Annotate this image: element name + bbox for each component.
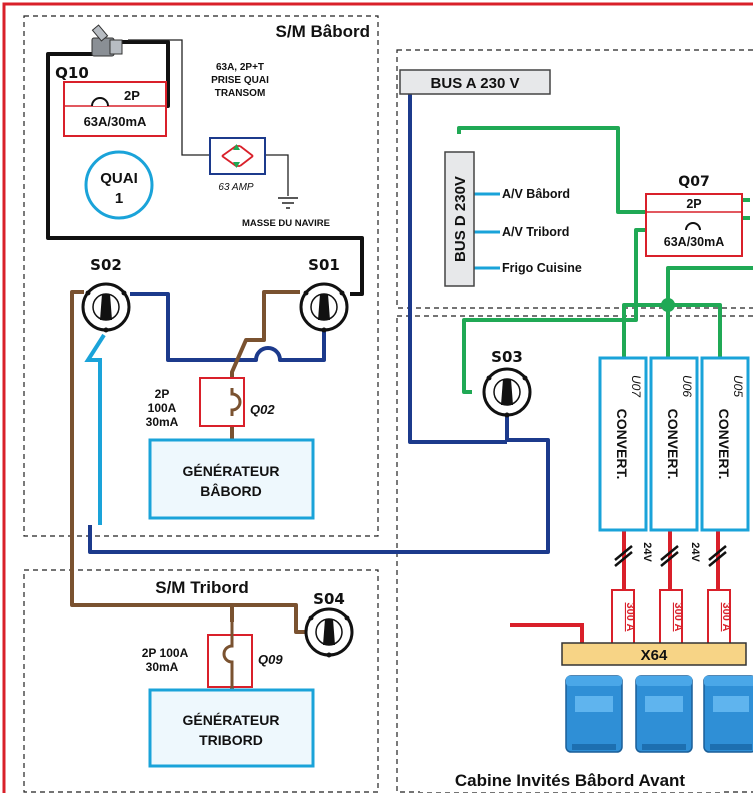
s03-label: S03 [491, 348, 523, 366]
converter-u06-id: U06 [680, 375, 694, 397]
bus-d-bar [444, 151, 475, 287]
generator-babord [148, 438, 315, 520]
zone-title-tribord: S/M Tribord [155, 578, 249, 597]
quai-circle [84, 150, 154, 220]
isolator-label: 63 AMP [218, 182, 254, 193]
inverter-unit-2 [635, 675, 693, 753]
bus-d-label: BUS D 230V [452, 176, 469, 262]
converter-u06: CONVERT. U06 [649, 356, 699, 532]
q07-poles: 2P [686, 197, 701, 211]
switch-s02 [81, 282, 131, 333]
converter-u07-label: CONVERT. [614, 409, 630, 480]
inverter-unit-3 [703, 675, 753, 753]
bus-d-output-1: A/V Bâbord [502, 187, 570, 201]
q02-rating-1: 2P [155, 387, 170, 401]
q09-rating-1: 2P 100A [142, 646, 189, 660]
zone-bus-a [396, 49, 753, 309]
q07-breaker [645, 193, 743, 257]
fuse-u05: 300 A [707, 589, 732, 645]
switch-s04 [304, 607, 354, 658]
q07-id: Q07 [678, 174, 709, 190]
inverter-unit-1 [565, 675, 623, 753]
green-junction [661, 298, 675, 312]
zone-title-babord: S/M Bâbord [276, 22, 370, 41]
switch-s01 [299, 282, 349, 333]
converter-u05: CONVERT. U05 [700, 356, 750, 532]
s02-label: S02 [90, 256, 122, 274]
q10-breaker [63, 81, 167, 137]
q09-rating-2: 30mA [146, 660, 179, 674]
shore-plug-icon [91, 24, 123, 57]
q02-breaker [199, 377, 245, 427]
q10-poles: 2P [124, 88, 140, 103]
switch-s03 [482, 367, 532, 418]
dc-voltage-label-2: 24V [689, 542, 701, 562]
wires-thin [128, 39, 289, 196]
ground-label: MASSE DU NAVIRE [242, 218, 330, 229]
fuse-u06: 300 A [659, 589, 684, 645]
bus-a-label: BUS A 230 V [431, 75, 520, 92]
gen-babord-label-1: GÉNÉRATEUR [183, 463, 280, 479]
bus-a-bar [399, 69, 551, 95]
converter-u06-label: CONVERT. [665, 409, 681, 480]
q02-rating-3: 30mA [146, 415, 179, 429]
q09-id: Q09 [258, 652, 283, 667]
bus-d-output-2: A/V Tribord [502, 225, 569, 239]
converter-u07-id: U07 [629, 375, 643, 398]
bus-d-output-3: Frigo Cuisine [502, 261, 582, 275]
gen-babord-label-2: BÂBORD [200, 482, 261, 499]
fuse-u05-label: 300 A [720, 603, 732, 632]
converter-u05-label: CONVERT. [716, 409, 732, 480]
fuse-u07-label: 300 A [624, 603, 636, 632]
wires-cyan [84, 333, 106, 525]
gen-tribord-label-2: TRIBORD [199, 732, 263, 748]
q02-id: Q02 [250, 402, 275, 417]
fuse-u06-label: 300 A [672, 603, 684, 632]
q10-rating: 63A/30mA [84, 114, 147, 129]
gen-tribord-label-1: GÉNÉRATEUR [183, 712, 280, 728]
shore-socket-label-3: TRANSOM [215, 88, 266, 99]
q02-rating-2: 100A [148, 401, 177, 415]
q07-rating: 63A/30mA [664, 235, 724, 249]
zone-babord [23, 15, 379, 537]
q10-id: Q10 [55, 64, 89, 82]
converter-u07: CONVERT. U07 [598, 356, 648, 532]
isolator-icon [209, 137, 266, 175]
quai-label-1: QUAI [100, 170, 138, 187]
quai-label-2: 1 [115, 190, 123, 207]
bus-d-branches [474, 192, 500, 270]
dc-slash-marks [614, 545, 727, 567]
x64-label: X64 [641, 647, 668, 664]
shore-socket-label-1: 63A, 2P+T [216, 62, 264, 73]
fuse-u07: 300 A [611, 589, 636, 645]
x64-busbar [561, 642, 747, 666]
s04-label: S04 [313, 590, 345, 608]
generator-tribord [148, 688, 315, 768]
s01-label: S01 [308, 256, 340, 274]
dc-voltage-label-1: 24V [641, 542, 653, 562]
shore-socket-label-2: PRISE QUAI [211, 75, 269, 86]
zone-title-cabin: Cabine Invités Bâbord Avant [455, 771, 686, 790]
converter-u05-id: U05 [731, 375, 745, 397]
ground-icon [278, 197, 298, 209]
